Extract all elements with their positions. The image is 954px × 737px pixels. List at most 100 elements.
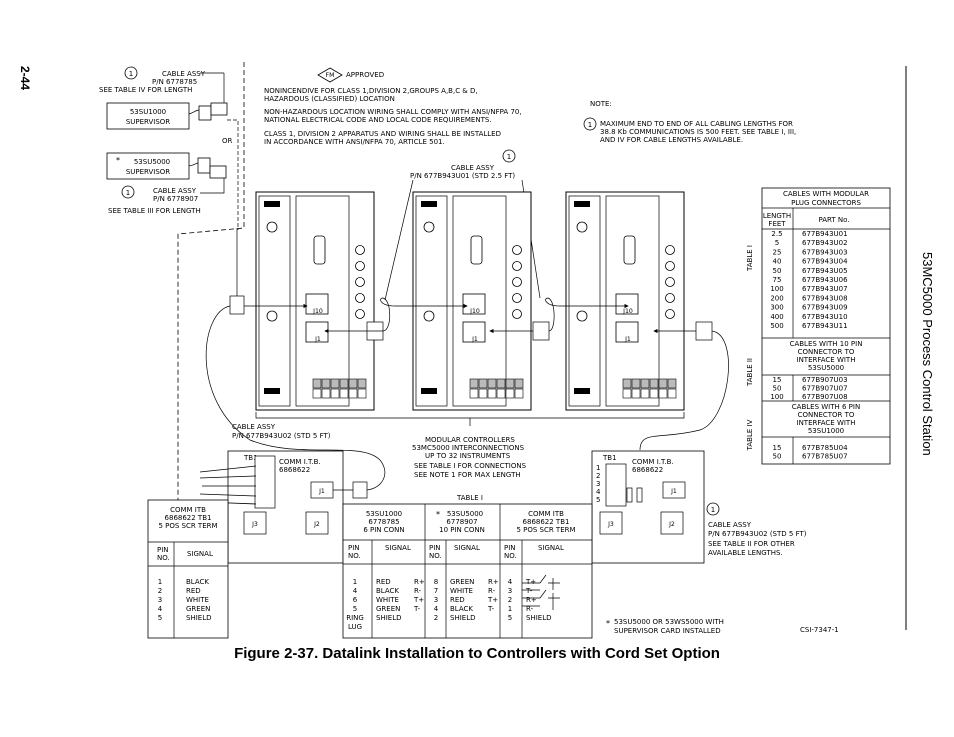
- svg-text:CABLES WITH MODULAR: CABLES WITH MODULAR: [783, 190, 869, 198]
- terminal-block: [649, 388, 659, 399]
- terminal-block: [348, 388, 358, 399]
- table-cell: WHITE: [186, 596, 209, 604]
- terminal-block: [330, 388, 340, 399]
- svg-text:*: *: [606, 619, 610, 628]
- comm-itb-right: TB1 COMM I.T.B. 6868622 J1 J3 J2 1 2 3 4…: [591, 450, 705, 564]
- table-cell: RED: [186, 587, 201, 595]
- modular-controllers-note: MODULAR CONTROLLERS 53MC5000 INTERCONNEC…: [412, 436, 527, 479]
- svg-text:P/N 677B943U02 (STD 5 FT): P/N 677B943U02 (STD 5 FT): [232, 432, 331, 440]
- svg-text:10 PIN CONN: 10 PIN CONN: [439, 526, 485, 534]
- svg-text:TB1: TB1: [243, 454, 258, 462]
- table-cell: 40: [773, 258, 782, 266]
- terminal-block: [487, 388, 497, 399]
- terminal-block: [339, 378, 349, 389]
- svg-text:NO.: NO.: [429, 552, 442, 560]
- svg-text:6778907: 6778907: [446, 518, 477, 526]
- table-cell: 677B943U09: [802, 304, 848, 312]
- terminal-block: [469, 388, 479, 399]
- terminal-block: [339, 388, 349, 399]
- table-i-connections: TABLE I 53SU1000 6778785 6 PIN CONN * 53…: [342, 494, 593, 639]
- table-cell: 2: [434, 614, 438, 622]
- terminal-block: [312, 388, 322, 399]
- svg-text:CABLE ASSY: CABLE ASSY: [451, 164, 495, 172]
- svg-text:CABLES WITH 6 PIN: CABLES WITH 6 PIN: [792, 403, 860, 411]
- table-cell: 677B943U10: [802, 313, 848, 321]
- svg-text:3: 3: [596, 480, 600, 488]
- terminal-block: [357, 378, 367, 389]
- svg-text:P/N 6778907: P/N 6778907: [153, 195, 198, 203]
- terminal-screw: [355, 261, 365, 271]
- terminal-block: [487, 378, 497, 389]
- svg-text:J3: J3: [251, 521, 258, 528]
- supervisor-53su1000: 53SU1000 SUPERVISOR: [106, 102, 228, 130]
- terminal-block: [505, 378, 515, 389]
- svg-text:PIN: PIN: [348, 544, 360, 552]
- terminal-block: [640, 388, 650, 399]
- table-cell: 500: [770, 322, 783, 330]
- svg-text:CABLE ASSY: CABLE ASSY: [153, 187, 197, 195]
- svg-text:5 POS SCR TERM: 5 POS SCR TERM: [158, 522, 217, 530]
- terminal-block: [514, 388, 524, 399]
- svg-text:P/N 677B943U02 (STD 5 FT): P/N 677B943U02 (STD 5 FT): [708, 530, 807, 538]
- svg-text:CONNECTOR TO: CONNECTOR TO: [798, 348, 855, 356]
- svg-text:COMM ITB: COMM ITB: [170, 506, 206, 514]
- svg-text:SUPERVISOR CARD INSTALLED: SUPERVISOR CARD INSTALLED: [614, 627, 721, 635]
- svg-text:4: 4: [596, 488, 601, 496]
- svg-text:P/N 6778785: P/N 6778785: [152, 78, 197, 86]
- table-cell: GREEN: [450, 578, 474, 586]
- table-cell: 677B907U07: [802, 385, 848, 393]
- table-cell: 3: [508, 587, 512, 595]
- table-cell: 677B907U08: [802, 393, 848, 401]
- or-label: OR: [222, 137, 233, 145]
- table-cell: 3: [434, 596, 438, 604]
- svg-text:SUPERVISOR: SUPERVISOR: [126, 118, 170, 126]
- table-cell: R-: [526, 605, 534, 613]
- svg-text:6868622: 6868622: [279, 466, 310, 474]
- svg-text:5: 5: [596, 496, 600, 504]
- svg-text:PLUG CONNECTORS: PLUG CONNECTORS: [791, 199, 861, 207]
- connector-j1-label: J1: [314, 336, 321, 343]
- svg-text:MAXIMUM END TO END OF ALL CABL: MAXIMUM END TO END OF ALL CABLING LENGTH…: [600, 120, 793, 128]
- svg-text:NO.: NO.: [504, 552, 517, 560]
- table-cell: 677B907U03: [802, 376, 848, 384]
- table-cell: T+: [487, 596, 498, 604]
- table-cell: 677B785U07: [802, 453, 848, 461]
- svg-text:SIGNAL: SIGNAL: [538, 544, 564, 552]
- table-cell: GREEN: [376, 605, 400, 613]
- svg-text:5 POS SCR TERM: 5 POS SCR TERM: [516, 526, 575, 534]
- svg-text:PIN: PIN: [504, 544, 516, 552]
- svg-text:COMM I.T.B.: COMM I.T.B.: [632, 458, 674, 466]
- svg-text:NO.: NO.: [348, 552, 361, 560]
- svg-text:TABLE II: TABLE II: [746, 358, 754, 387]
- svg-text:TABLE IV: TABLE IV: [746, 419, 754, 451]
- table-cell: 100: [770, 285, 783, 293]
- terminal-screw: [355, 293, 365, 303]
- table-cell: RED: [450, 596, 465, 604]
- terminal-block: [330, 378, 340, 389]
- svg-text:AND IV FOR CABLE LENGTHS AVAIL: AND IV FOR CABLE LENGTHS AVAILABLE.: [600, 136, 743, 144]
- svg-text:CABLE ASSY: CABLE ASSY: [162, 70, 206, 78]
- table-cell: 50: [773, 267, 782, 275]
- svg-text:NONINCENDIVE FOR CLASS 1,DIVIS: NONINCENDIVE FOR CLASS 1,DIVISION 2,GROU…: [264, 87, 478, 95]
- svg-text:SUPERVISOR: SUPERVISOR: [126, 168, 170, 176]
- hazard-notes: NONINCENDIVE FOR CLASS 1,DIVISION 2,GROU…: [264, 87, 522, 146]
- svg-text:PIN: PIN: [157, 546, 169, 554]
- table-cell: R-: [488, 587, 496, 595]
- terminal-block: [469, 378, 479, 389]
- table-cell: 15: [773, 444, 782, 452]
- connector-j1-label: J1: [471, 336, 478, 343]
- table-cell: T+: [525, 578, 536, 586]
- table-cell: 8: [434, 578, 438, 586]
- svg-text:J3: J3: [607, 521, 614, 528]
- table-cell: 677B943U08: [802, 294, 848, 302]
- svg-text:6868622 TB1: 6868622 TB1: [165, 514, 212, 522]
- table-cell: SHIELD: [186, 614, 211, 622]
- table-cell: BLACK: [186, 578, 209, 586]
- table-cell: RING: [346, 614, 364, 622]
- svg-text:6778785: 6778785: [368, 518, 399, 526]
